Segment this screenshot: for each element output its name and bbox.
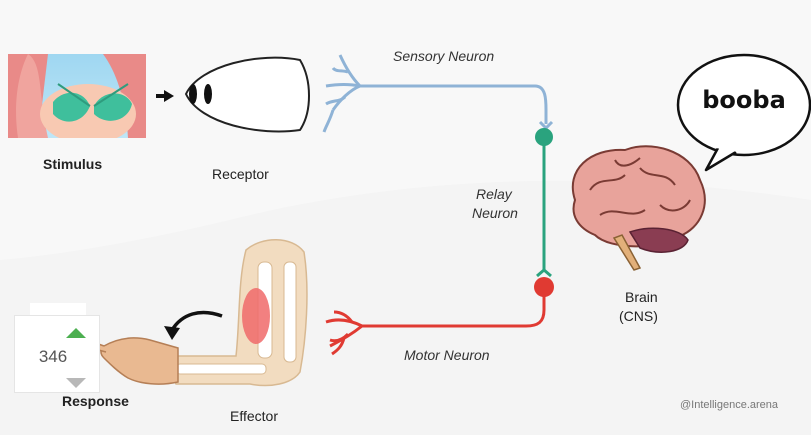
motor-neuron-label: Motor Neuron [404, 347, 490, 363]
speech-bubble-text: booba [702, 86, 786, 114]
brain-icon [572, 145, 706, 271]
speech-bubble [676, 53, 811, 172]
receptor-label: Receptor [212, 166, 269, 182]
vote-widget-tab [30, 303, 86, 317]
vote-widget [14, 315, 100, 393]
sensory-neuron-label: Sensory Neuron [393, 48, 495, 64]
brain-label-line2: (CNS) [619, 308, 658, 324]
watermark: @Intelligence.arena [680, 399, 779, 411]
relay-neuron-label-line1: Relay [476, 186, 512, 202]
vote-count: 346 [38, 347, 68, 366]
stimulus-label: Stimulus [43, 156, 103, 172]
stimulus-image [8, 54, 146, 138]
motor-neuron-cell-body [534, 277, 554, 297]
arrow-down-icon[interactable] [66, 378, 86, 388]
arrow-up-icon[interactable] [66, 328, 86, 338]
relay-neuron-label-line2: Neuron [472, 205, 518, 221]
motor-neuron [325, 294, 546, 356]
receptor-shape [184, 56, 310, 133]
curved-arrow-icon [164, 310, 223, 340]
relay-neuron [535, 128, 553, 278]
effector-label: Effector [230, 408, 278, 424]
effector-arm [171, 239, 308, 387]
brain-label-line1: Brain [625, 289, 658, 305]
response-label: Response [62, 393, 129, 409]
sensory-neuron [322, 54, 554, 133]
arrow-right-icon [156, 90, 174, 102]
